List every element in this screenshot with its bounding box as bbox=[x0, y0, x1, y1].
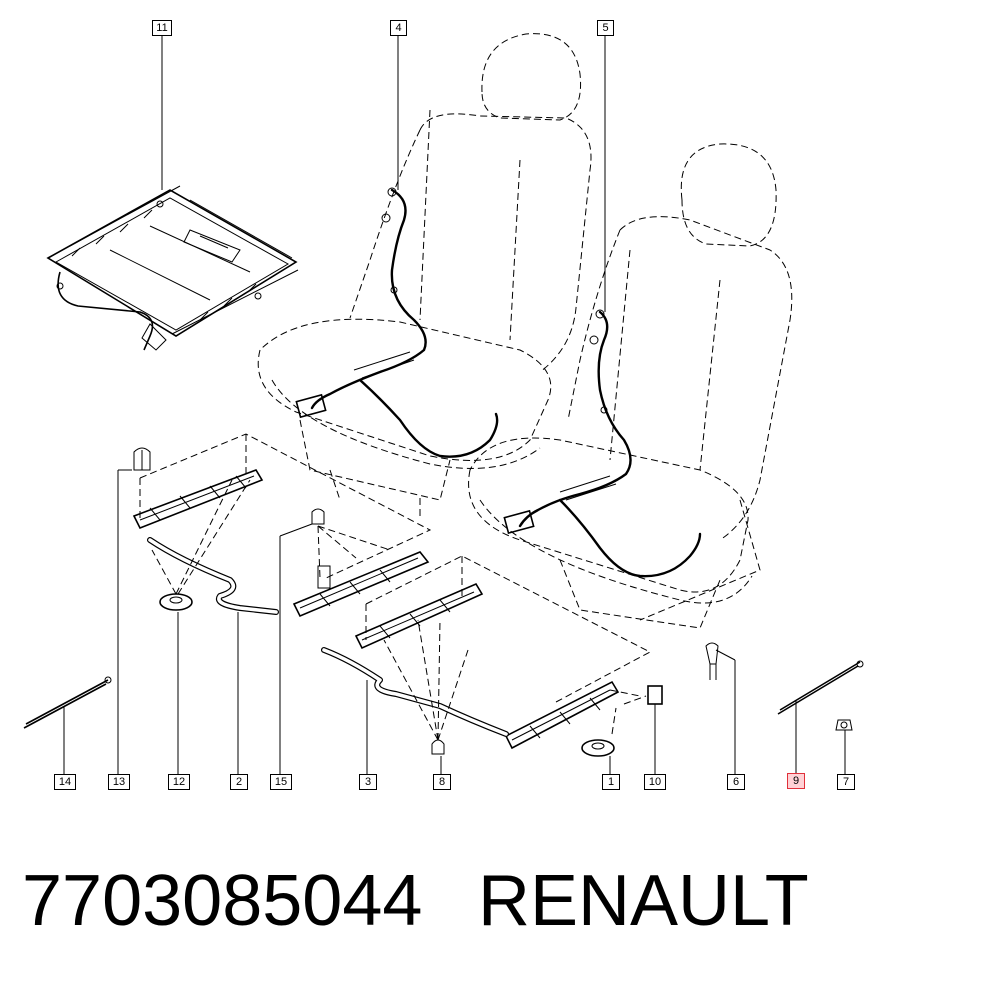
left-rail-assembly-drawing bbox=[132, 433, 432, 618]
right-seat-outline bbox=[468, 143, 793, 629]
right-rail-assembly-drawing bbox=[321, 555, 663, 757]
callout-8[interactable]: 8 bbox=[433, 774, 451, 790]
small-parts-drawing bbox=[23, 642, 864, 731]
wiring-harness-5-drawing bbox=[503, 309, 702, 578]
callout-3[interactable]: 3 bbox=[359, 774, 377, 790]
seat-frame-drawing bbox=[46, 185, 299, 351]
callout-6[interactable]: 6 bbox=[727, 774, 745, 790]
callout-2[interactable]: 2 bbox=[230, 774, 248, 790]
left-seat-outline bbox=[257, 33, 592, 520]
callout-11[interactable]: 11 bbox=[152, 20, 172, 36]
callout-14[interactable]: 14 bbox=[54, 774, 76, 790]
part-number: 7703085044 bbox=[22, 861, 423, 941]
callout-5[interactable]: 5 bbox=[597, 20, 614, 36]
callout-9-highlighted[interactable]: 9 bbox=[787, 773, 805, 789]
callout-13[interactable]: 13 bbox=[108, 774, 130, 790]
callout-15[interactable]: 15 bbox=[270, 774, 292, 790]
callout-1[interactable]: 1 bbox=[602, 774, 620, 790]
leader-lines bbox=[63, 36, 846, 774]
callout-4[interactable]: 4 bbox=[390, 20, 407, 36]
brand-name: RENAULT bbox=[478, 861, 809, 941]
callout-12[interactable]: 12 bbox=[168, 774, 190, 790]
wiring-harness-4-drawing bbox=[295, 187, 499, 458]
callout-7[interactable]: 7 bbox=[837, 774, 855, 790]
callout-10[interactable]: 10 bbox=[644, 774, 666, 790]
